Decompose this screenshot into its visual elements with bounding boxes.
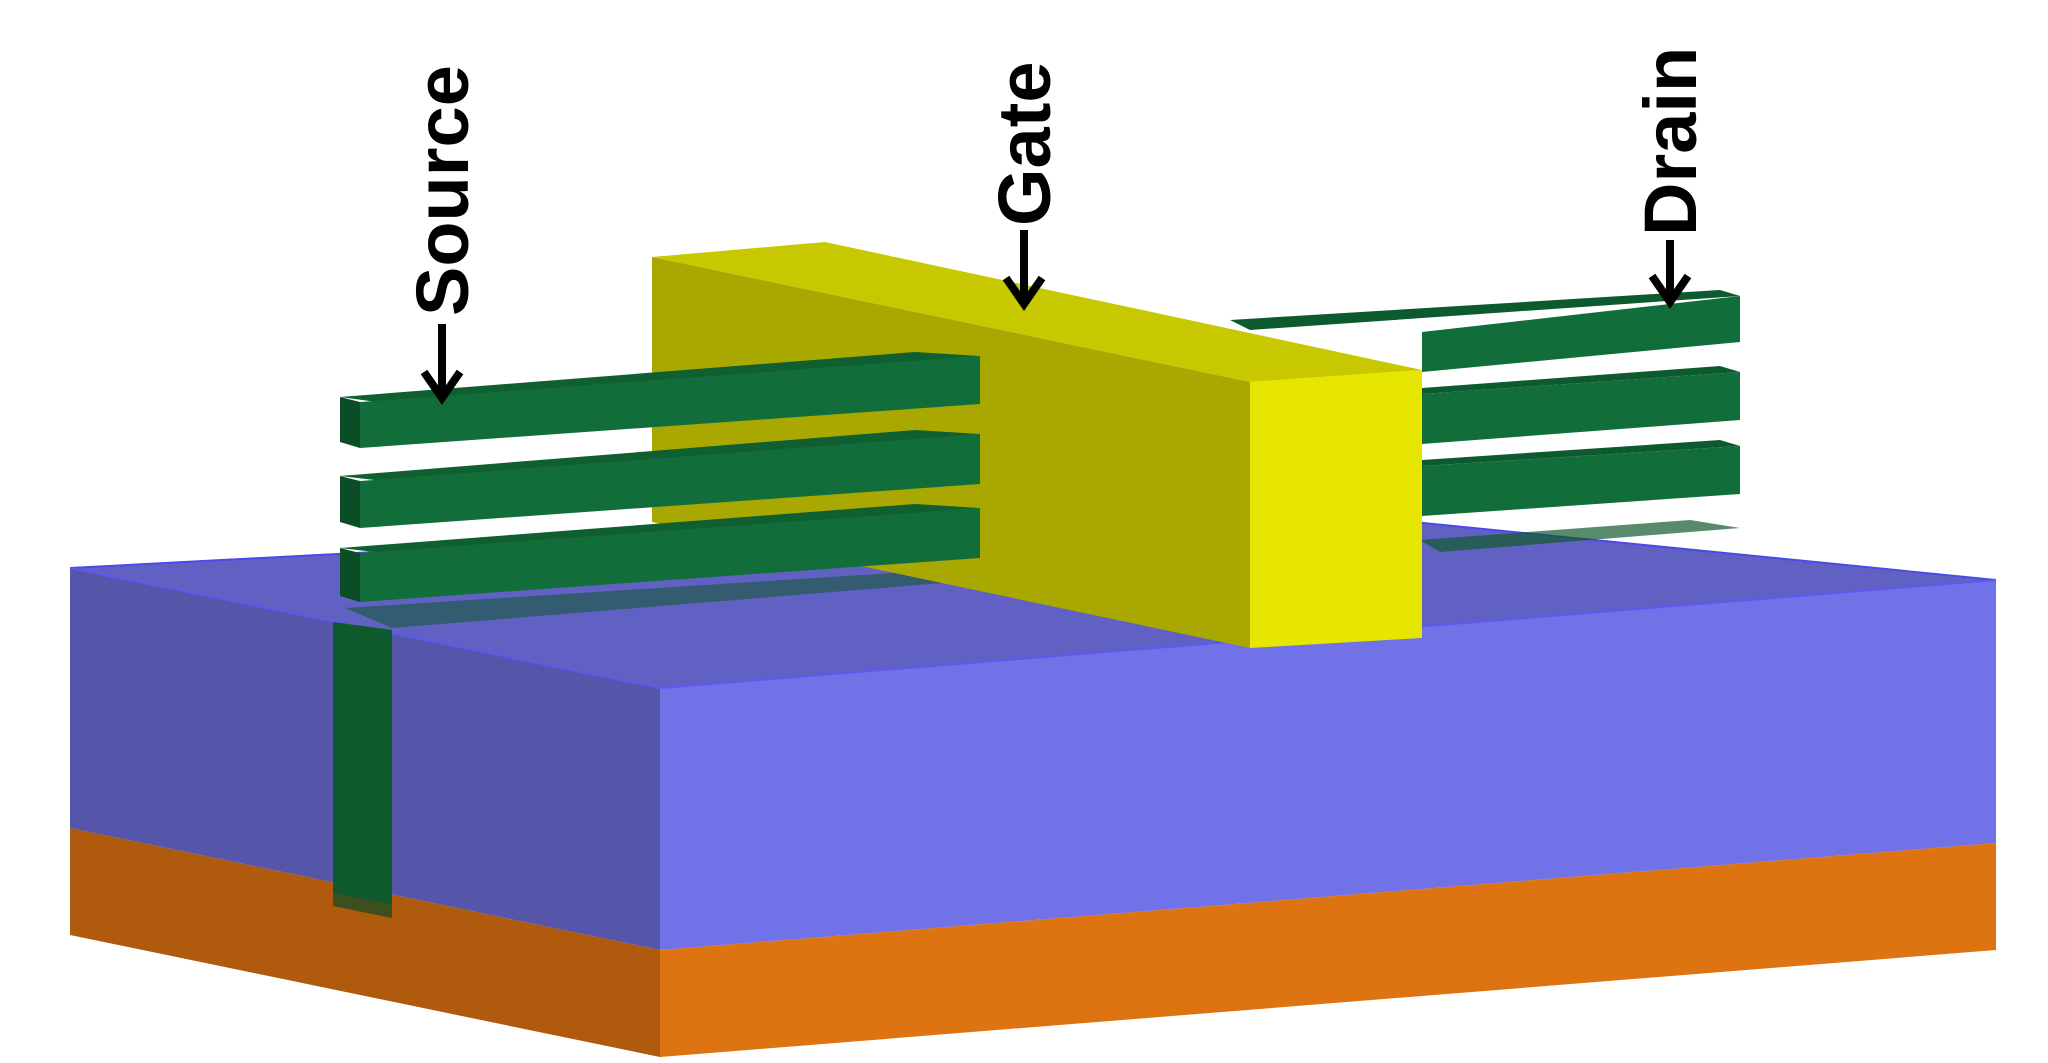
substrate-front-face	[660, 843, 1996, 1057]
drain-label-group: Drain	[1629, 47, 1712, 310]
drain-sheet-1-top	[1230, 290, 1740, 330]
nanosheet-footprint-right	[1420, 520, 1740, 552]
source-contact-strip	[333, 622, 392, 905]
source-sheet-2-front	[360, 434, 980, 528]
gate-arrow-head	[1002, 275, 1046, 312]
drain-nanosheets	[1230, 290, 1740, 516]
gate-label-group: Gate	[983, 61, 1066, 312]
source-sheet-1-top	[340, 352, 980, 404]
source-nanosheets	[340, 352, 980, 602]
source-sheet-3-left	[340, 548, 360, 602]
drain-label: Drain	[1629, 47, 1712, 236]
source-label: Source	[401, 65, 484, 316]
source-contact-strip-shade	[333, 893, 392, 918]
gate-top-face	[652, 242, 1422, 382]
nanosheet-footprint-left	[345, 570, 980, 628]
drain-sheet-3-front	[1422, 446, 1740, 516]
source-sheet-3-top	[340, 504, 980, 554]
drain-sheet-3-top	[1422, 440, 1740, 466]
source-sheet-2-top	[340, 430, 980, 482]
drain-arrow-head	[1648, 273, 1692, 310]
source-sheet-3-front	[360, 508, 980, 602]
substrate-layer	[70, 828, 1996, 1057]
source-sheet-1-front	[360, 356, 980, 448]
gate-label: Gate	[983, 61, 1066, 226]
source-arrow-head	[420, 369, 464, 406]
drain-sheet-2-front	[1422, 372, 1740, 444]
source-sheet-1-left	[340, 397, 360, 448]
oxide-front-edge	[69, 567, 1997, 690]
drain-sheet-1-front	[1422, 296, 1740, 372]
oxide-front-face	[660, 580, 1996, 950]
source-sheet-2-left	[340, 476, 360, 528]
source-label-group: Source	[401, 65, 484, 406]
substrate-left-face	[70, 828, 660, 1057]
drain-sheet-2-top	[1422, 366, 1740, 394]
gate-front-face	[1250, 370, 1422, 648]
